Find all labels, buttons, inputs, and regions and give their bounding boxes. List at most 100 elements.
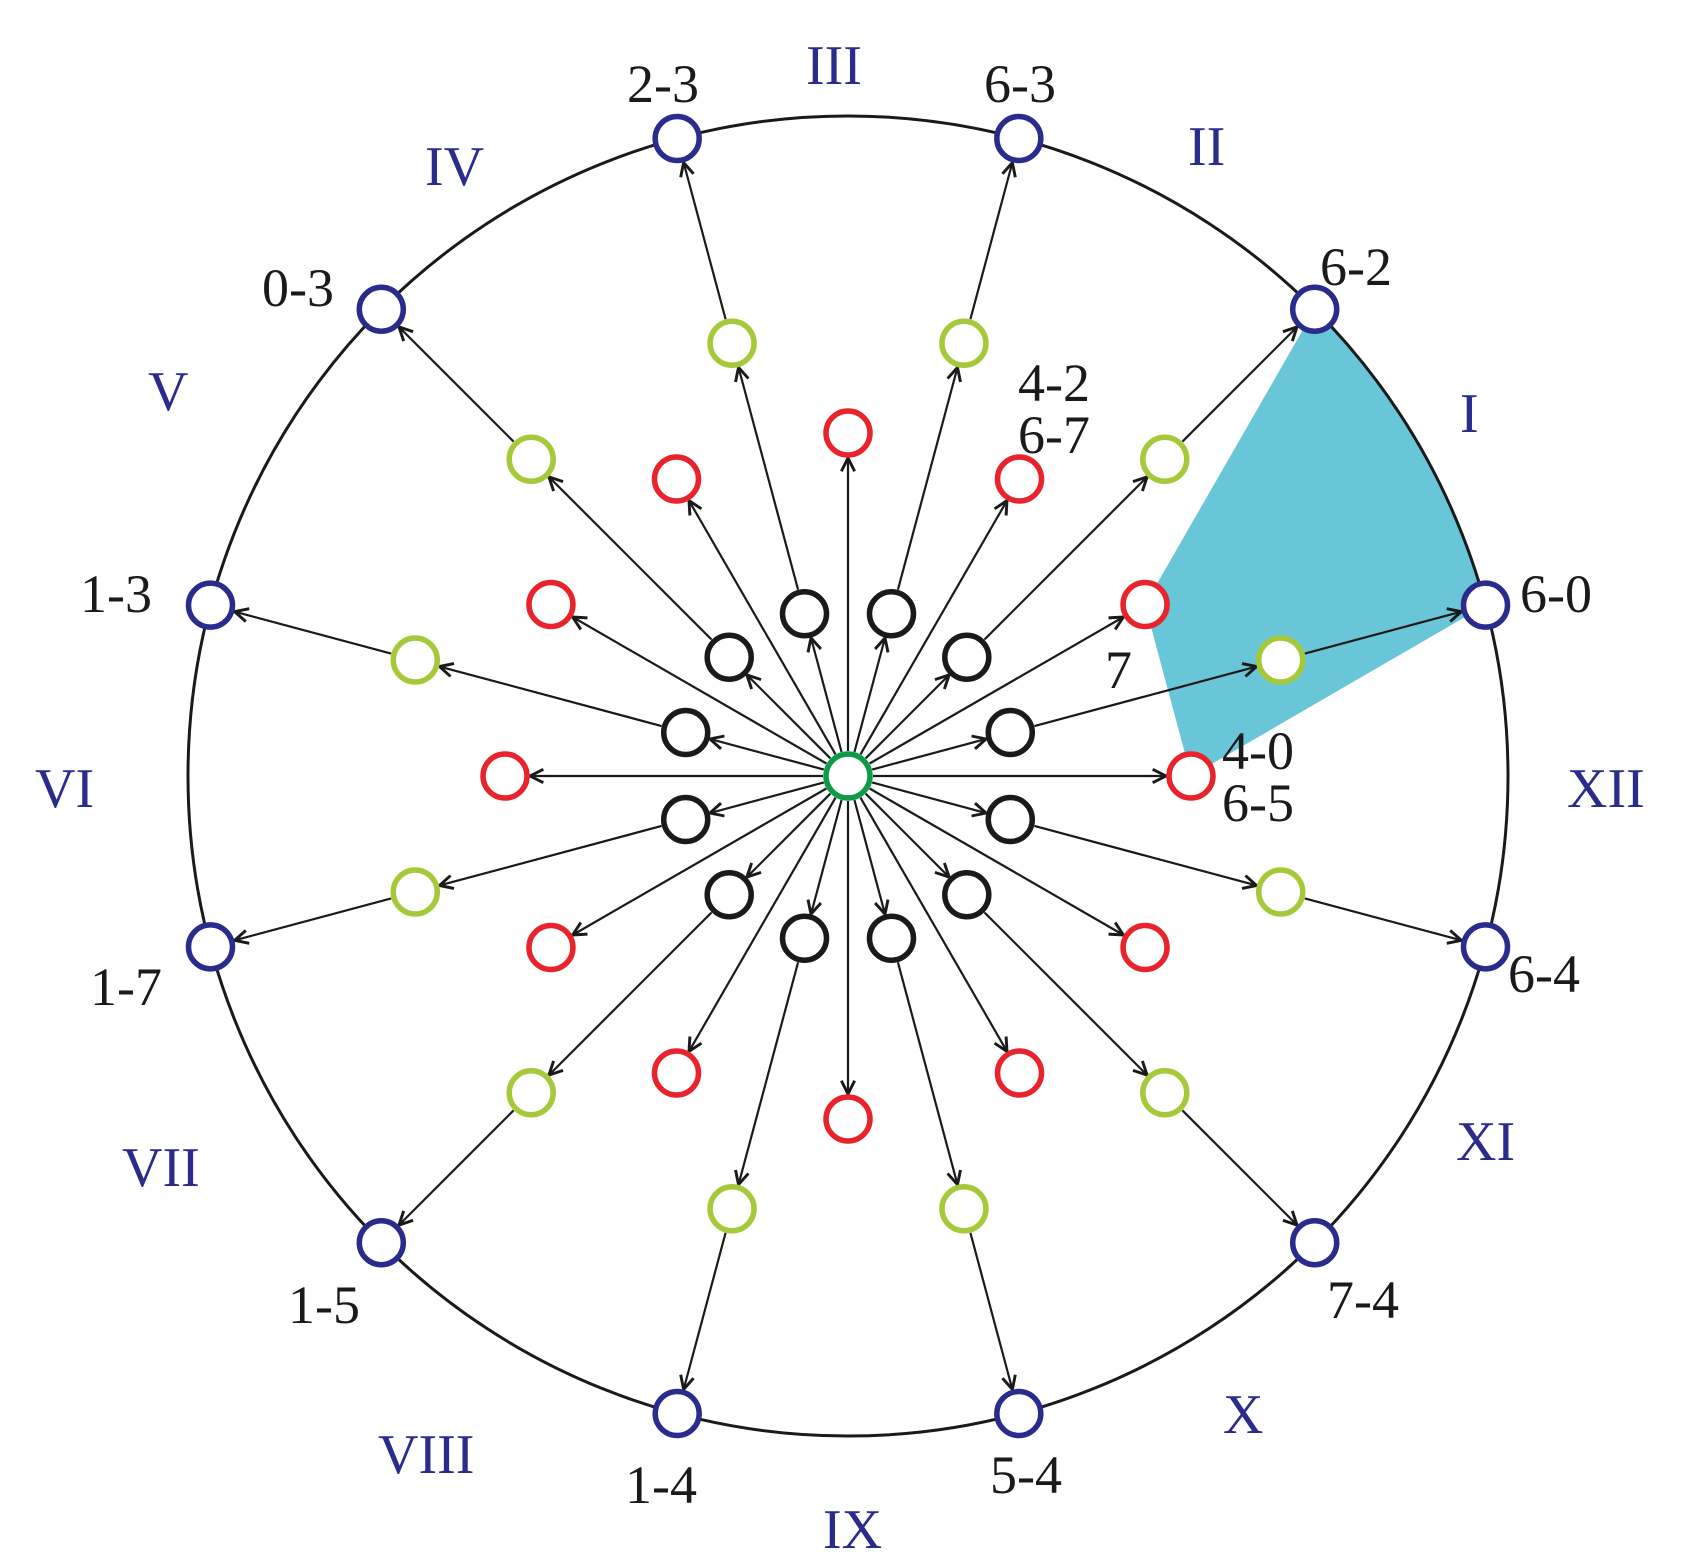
black-node-15	[985, 707, 1036, 758]
sector-X: X	[1223, 1384, 1263, 1446]
arrow-center-to-red-330	[869, 787, 1124, 936]
outer-node-45	[1289, 284, 1340, 335]
nodes-layer	[185, 113, 1511, 1439]
sector-XII: XII	[1567, 758, 1645, 820]
arrow-green-to-outer-15	[1304, 612, 1461, 655]
outer-label-6-3: 6-3	[984, 54, 1056, 114]
outer-node-285	[994, 1388, 1044, 1439]
arrow-black-to-green-165	[439, 667, 662, 728]
green-node-135	[506, 434, 556, 484]
inner-label-4-0: 4-0	[1222, 721, 1294, 781]
outer-label-6-0: 6-0	[1520, 564, 1592, 624]
green-node-225	[506, 1068, 556, 1118]
arrow-green-to-outer-285	[969, 1232, 1012, 1389]
red-node-330	[1120, 922, 1170, 973]
green-node-15	[1255, 635, 1306, 685]
black-node-225	[704, 870, 754, 920]
green-node-345	[1255, 867, 1306, 917]
arrow-center-to-black-255	[811, 799, 843, 914]
outer-node-15	[1460, 580, 1511, 630]
arrow-black-to-green-315	[983, 911, 1147, 1075]
black-node-105	[779, 588, 830, 639]
outer-circle	[186, 114, 1510, 1438]
outer-label-1-4: 1-4	[625, 1455, 697, 1515]
arrow-center-to-red-210	[573, 787, 827, 936]
sector-I: I	[1460, 383, 1479, 445]
sector-IV: IV	[425, 136, 484, 198]
red-node-210	[526, 922, 576, 973]
red-node-300	[994, 1048, 1045, 1098]
arrow-black-to-green-345	[1034, 824, 1256, 886]
arrow-center-to-black-15	[871, 739, 986, 771]
sector-IX: IX	[823, 1499, 882, 1556]
red-node-0	[1166, 751, 1216, 801]
arrow-black-to-green-195	[439, 824, 662, 886]
arrow-black-to-green-75	[896, 367, 958, 590]
arrow-center-to-red-240	[689, 797, 837, 1052]
inner-label-4-2: 4-2	[1018, 353, 1090, 413]
green-node-45	[1140, 434, 1190, 484]
arrow-green-to-outer-315	[1181, 1109, 1297, 1225]
outer-label-0-3: 0-3	[262, 258, 334, 318]
arrows-layer	[235, 163, 1462, 1390]
arrow-center-to-black-165	[710, 739, 825, 771]
green-node-255	[707, 1183, 757, 1234]
arrow-green-to-outer-45	[1181, 327, 1297, 443]
outer-label-1-7: 1-7	[90, 957, 162, 1017]
arrow-center-to-black-45	[864, 675, 949, 760]
arrow-black-to-green-15	[1034, 667, 1256, 728]
red-node-60	[994, 454, 1045, 504]
red-node-150	[526, 579, 576, 630]
green-node-195	[390, 867, 441, 917]
arrow-black-to-green-135	[549, 477, 713, 641]
red-node-30	[1120, 579, 1170, 630]
arrow-center-to-black-345	[871, 781, 986, 813]
sector-II: II	[1188, 116, 1225, 178]
green-node-75	[939, 318, 989, 369]
outer-label-1-5: 1-5	[288, 1275, 360, 1335]
sector-VI: VI	[35, 758, 94, 820]
arrow-center-to-black-315	[864, 792, 949, 877]
outer-node-195	[185, 922, 236, 972]
arrow-center-to-black-105	[811, 638, 843, 753]
red-node-90	[823, 408, 873, 458]
arrow-center-to-black-285	[853, 799, 885, 914]
outer-label-7-4: 7-4	[1327, 1270, 1399, 1330]
arrow-green-to-outer-225	[399, 1109, 515, 1225]
black-node-165	[660, 707, 711, 758]
outer-node-315	[1289, 1217, 1340, 1268]
outer-node-345	[1460, 922, 1511, 972]
black-node-345	[985, 794, 1036, 845]
highlight-region	[1145, 309, 1486, 776]
arrow-green-to-outer-135	[399, 327, 515, 443]
sector-V: V	[148, 361, 188, 423]
outer-labels: 6-0 6-2 6-3 2-3 0-3 1-3 1-7 1-5 1-4 5-4 …	[80, 54, 1592, 1515]
arrow-green-to-outer-345	[1304, 897, 1461, 940]
arrow-black-to-green-105	[739, 367, 800, 590]
arrow-center-to-black-195	[710, 781, 825, 813]
outer-label-1-3: 1-3	[80, 564, 152, 624]
black-node-75	[866, 588, 917, 639]
black-node-255	[779, 913, 830, 964]
inner-labels: 4-2 6-7 4-0 6-5 7	[1018, 353, 1294, 833]
green-node-315	[1140, 1068, 1190, 1118]
arrow-center-to-red-30	[869, 617, 1124, 765]
arrow-green-to-outer-165	[235, 612, 392, 655]
black-node-135	[704, 632, 754, 682]
green-node-105	[707, 318, 757, 369]
black-node-285	[866, 913, 917, 964]
outer-node-165	[185, 580, 236, 630]
outer-node-135	[356, 284, 407, 335]
arrow-green-to-outer-105	[684, 163, 727, 320]
arrow-center-to-black-135	[747, 675, 832, 760]
arrow-black-to-green-225	[549, 911, 713, 1075]
outer-node-255	[652, 1388, 702, 1439]
inner-label-6-7: 6-7	[1018, 405, 1090, 465]
outer-node-225	[356, 1217, 407, 1268]
outer-node-75	[994, 113, 1044, 164]
sector-VIII: VIII	[378, 1424, 474, 1486]
black-node-45	[942, 632, 992, 682]
arrow-green-to-outer-75	[969, 163, 1012, 320]
outer-node-105	[652, 113, 702, 164]
